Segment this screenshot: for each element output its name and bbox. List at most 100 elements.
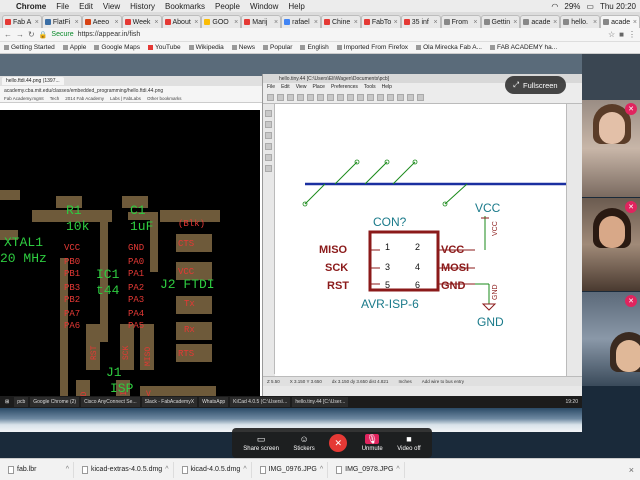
back-icon[interactable]: ← bbox=[4, 30, 12, 39]
bookmark-item[interactable]: English bbox=[300, 44, 329, 51]
browser-tab[interactable]: 35 inf× bbox=[400, 15, 441, 28]
find-icon[interactable] bbox=[357, 93, 364, 101]
tab-close-icon[interactable]: × bbox=[34, 18, 39, 26]
browser-tab[interactable]: GOO× bbox=[201, 15, 242, 28]
save-icon[interactable] bbox=[287, 93, 294, 101]
download-item[interactable]: kicad-extras-4.0.5.dmg^ bbox=[78, 461, 174, 478]
bookmark-item[interactable]: Apple bbox=[62, 44, 86, 51]
print-icon[interactable] bbox=[297, 93, 304, 101]
bus-wire-icon[interactable] bbox=[265, 165, 272, 172]
units-mm-icon[interactable] bbox=[265, 132, 272, 139]
browser-tab[interactable]: Chine× bbox=[321, 15, 361, 28]
chevron-up-icon[interactable]: ^ bbox=[165, 466, 169, 473]
download-item[interactable]: fab.lbr^ bbox=[4, 461, 74, 478]
tab-close-icon[interactable]: × bbox=[313, 18, 318, 26]
forward-icon[interactable]: → bbox=[16, 30, 24, 39]
bookmark-item[interactable]: Getting Started bbox=[4, 44, 55, 51]
tab-close-icon[interactable]: × bbox=[194, 18, 199, 26]
tab-close-icon[interactable]: × bbox=[513, 18, 518, 26]
battery-percent[interactable]: 29% bbox=[564, 1, 581, 11]
bom-icon[interactable] bbox=[407, 93, 414, 101]
zoom-fit-icon[interactable] bbox=[347, 93, 354, 101]
erc-icon[interactable] bbox=[387, 93, 394, 101]
taskbar-clock[interactable]: 19:20 bbox=[565, 399, 578, 405]
hidden-pins-icon[interactable] bbox=[265, 154, 272, 161]
cursor-icon[interactable] bbox=[265, 143, 272, 150]
shared-bookmark-item[interactable]: Fab Academy.mgmt bbox=[4, 96, 44, 101]
browser-tab[interactable]: FabTo× bbox=[360, 15, 401, 28]
download-item[interactable]: IMG_0976.JPG^ bbox=[256, 461, 329, 478]
secure-label[interactable]: Secure bbox=[51, 31, 74, 38]
undo-icon[interactable] bbox=[307, 93, 314, 101]
menu-view[interactable]: View bbox=[102, 1, 121, 11]
grid-icon[interactable] bbox=[265, 110, 272, 117]
kicad-menu-tools[interactable]: Tools bbox=[363, 84, 376, 90]
browser-tab[interactable]: hello.× bbox=[560, 15, 601, 28]
tab-close-icon[interactable]: × bbox=[433, 18, 438, 26]
browser-tab[interactable]: acade× bbox=[520, 15, 561, 28]
leave-call-button[interactable]: ✕ bbox=[329, 434, 348, 452]
download-item[interactable]: IMG_0978.JPG^ bbox=[332, 461, 405, 478]
windows-start-icon[interactable]: ⊞ bbox=[5, 399, 10, 405]
netlist-icon[interactable] bbox=[367, 93, 374, 101]
kicad-menu-place[interactable]: Place bbox=[312, 84, 325, 90]
taskbar-item[interactable]: pcb bbox=[14, 397, 29, 407]
shared-bookmark-item[interactable]: 2014 Fab Academy bbox=[65, 96, 104, 101]
stickers-button[interactable]: ☺ Stickers bbox=[293, 434, 315, 452]
lock-icon[interactable]: 🔒 bbox=[38, 31, 48, 39]
tab-close-icon[interactable]: × bbox=[393, 18, 398, 26]
new-icon[interactable] bbox=[267, 93, 274, 101]
shared-browser-url[interactable]: academy.cba.mit.edu/classes/embedded_pro… bbox=[0, 86, 262, 95]
menu-edit[interactable]: Edit bbox=[79, 1, 93, 11]
star-icon[interactable]: ☆ bbox=[607, 30, 616, 39]
kicad-menu-help[interactable]: Help bbox=[381, 84, 392, 90]
bookmark-item[interactable]: News bbox=[231, 44, 255, 51]
bookmark-item[interactable]: Google Maps bbox=[94, 44, 140, 51]
browser-tab[interactable]: Fab A× bbox=[2, 15, 42, 28]
wifi-icon[interactable]: ◠ bbox=[551, 1, 559, 11]
menu-window[interactable]: Window bbox=[249, 1, 279, 11]
kicad-menu-file[interactable]: File bbox=[267, 84, 276, 90]
participant-video[interactable]: ✕ bbox=[582, 198, 640, 291]
chevron-up-icon[interactable]: ^ bbox=[243, 466, 247, 473]
extension-icon[interactable]: ■ bbox=[619, 30, 624, 39]
menu-help[interactable]: Help bbox=[288, 1, 305, 11]
video-off-button[interactable]: ■ Video off bbox=[397, 434, 421, 452]
browser-tab[interactable]: About× bbox=[161, 15, 202, 28]
bookmark-item[interactable]: YouTube bbox=[148, 44, 181, 51]
menu-file[interactable]: File bbox=[56, 1, 70, 11]
tab-close-icon[interactable]: × bbox=[234, 18, 239, 26]
taskbar-item[interactable]: Google Chrome (2) bbox=[30, 397, 80, 407]
tab-close-icon[interactable]: × bbox=[632, 18, 637, 26]
bookmark-item[interactable]: Imported From Firefox bbox=[336, 44, 408, 51]
units-in-icon[interactable] bbox=[265, 121, 272, 128]
kicad-schematic-canvas[interactable]: 1 2 3 4 5 6 CON? AVR-ISP-6 VCC GND MISO … bbox=[275, 104, 571, 376]
reload-icon[interactable]: ↻ bbox=[28, 30, 35, 39]
participant-video[interactable]: ✕ bbox=[582, 292, 640, 386]
open-icon[interactable] bbox=[277, 93, 284, 101]
tab-close-icon[interactable]: × bbox=[473, 18, 478, 26]
tab-close-icon[interactable]: × bbox=[154, 18, 159, 26]
redo-icon[interactable] bbox=[317, 93, 324, 101]
participant-video[interactable]: ✕ bbox=[582, 100, 640, 197]
browser-tab[interactable]: rafael× bbox=[281, 15, 321, 28]
bookmark-item[interactable]: Popular bbox=[263, 44, 292, 51]
taskbar-item[interactable]: hello.tiny.44 [C:\User... bbox=[292, 397, 349, 407]
tab-close-icon[interactable]: × bbox=[353, 18, 358, 26]
browser-tab[interactable]: From× bbox=[440, 15, 481, 28]
taskbar-item[interactable]: KiCad 4.0.5 (C:\Users\... bbox=[230, 397, 291, 407]
pcbnew-icon[interactable] bbox=[417, 93, 424, 101]
tab-close-icon[interactable]: × bbox=[593, 18, 598, 26]
unmute-button[interactable]: 🎙 Unmute bbox=[361, 433, 383, 453]
taskbar-item[interactable]: Slack - FabAcademyX bbox=[141, 397, 198, 407]
download-item[interactable]: kicad-4.0.5.dmg^ bbox=[178, 461, 252, 478]
shared-bookmark-item[interactable]: Tech bbox=[49, 96, 60, 101]
fullscreen-button[interactable]: ⤢ Fullscreen bbox=[505, 76, 566, 94]
shared-bookmark-item[interactable]: Other bookmarks bbox=[146, 96, 182, 101]
browser-tab[interactable]: FlatFi× bbox=[41, 15, 82, 28]
zoom-out-icon[interactable] bbox=[337, 93, 344, 101]
url-field[interactable]: https://appear.in/fish bbox=[77, 31, 141, 38]
close-downloads-icon[interactable]: × bbox=[628, 464, 634, 475]
browser-tab[interactable]: Gettin× bbox=[480, 15, 521, 28]
zoom-in-icon[interactable] bbox=[327, 93, 334, 101]
